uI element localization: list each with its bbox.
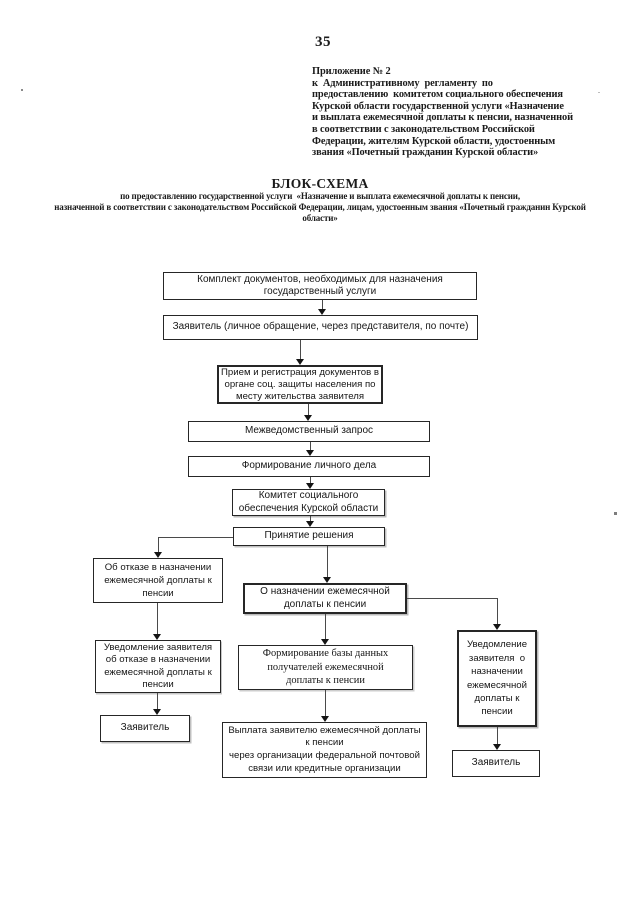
document-title: БЛОК-СХЕМА [271,176,369,191]
arrow-down-icon [493,624,501,630]
flowchart-box-database-formation: Формирование базы данных получателей еже… [238,645,413,690]
connector-line [310,477,311,483]
flowchart-box-payment: Выплата заявителю ежемесячной доплаты к … [222,722,427,778]
flowchart-box-award-notification: Уведомление заявителя о назначении ежеме… [457,630,537,727]
connector-line [327,546,328,577]
connector-line-branch-right [407,598,497,599]
flowchart-box-award-decision: О назначении ежемесячной доплаты к пенси… [243,583,407,614]
flowchart-box-applicant-after-award: Заявитель [452,750,540,777]
flowchart-box-refusal-decision: Об отказе в назначении ежемесячной допла… [93,558,223,603]
arrow-down-icon [153,634,161,640]
flowchart-box-applicant-entry: Заявитель (личное обращение, через предс… [163,315,478,340]
document-subtitle: по предоставлению государственной услуги… [54,191,586,223]
scan-speck [21,89,23,91]
connector-line [310,516,311,521]
arrow-down-icon [318,309,326,315]
flowchart-box-reception-registration: Прием и регистрация документов в органе … [217,365,383,404]
connector-line [322,300,323,309]
connector-line [325,690,326,716]
scan-speck [598,92,600,93]
flowchart-box-decision-making: Принятие решения [233,527,385,546]
arrow-down-icon [493,744,501,750]
arrow-down-icon [153,709,161,715]
connector-line [157,693,158,709]
arrow-down-icon [321,639,329,645]
connector-line [325,614,326,639]
flowchart-box-interagency-request: Межведомственный запрос [188,421,430,442]
arrow-down-icon [323,577,331,583]
arrow-down-icon [321,716,329,722]
connector-line [300,340,301,359]
connector-line [497,727,498,744]
connector-line [310,442,311,450]
flowchart-box-applicant-after-refusal: Заявитель [100,715,190,742]
arrow-down-icon [306,521,314,527]
page-number: 35 [315,34,331,50]
connector-line [158,537,159,552]
flowchart-box-document-set: Комплект документов, необходимых для наз… [163,272,477,300]
connector-line [157,603,158,634]
appendix-reference-block: Приложение № 2 к Административному регла… [312,66,573,159]
flowchart-box-personal-file: Формирование личного дела [188,456,430,477]
connector-line [308,404,309,415]
arrow-down-icon [154,552,162,558]
arrow-down-icon [296,359,304,365]
flowchart-box-committee: Комитет социального обеспечения Курской … [232,489,385,516]
scan-speck [614,512,617,515]
connector-line [497,598,498,624]
arrow-down-icon [306,450,314,456]
connector-line-branch-left [158,537,233,538]
arrow-down-icon [304,415,312,421]
arrow-down-icon [306,483,314,489]
flowchart-box-refusal-notification: Уведомление заявителя об отказе в назнач… [95,640,221,693]
